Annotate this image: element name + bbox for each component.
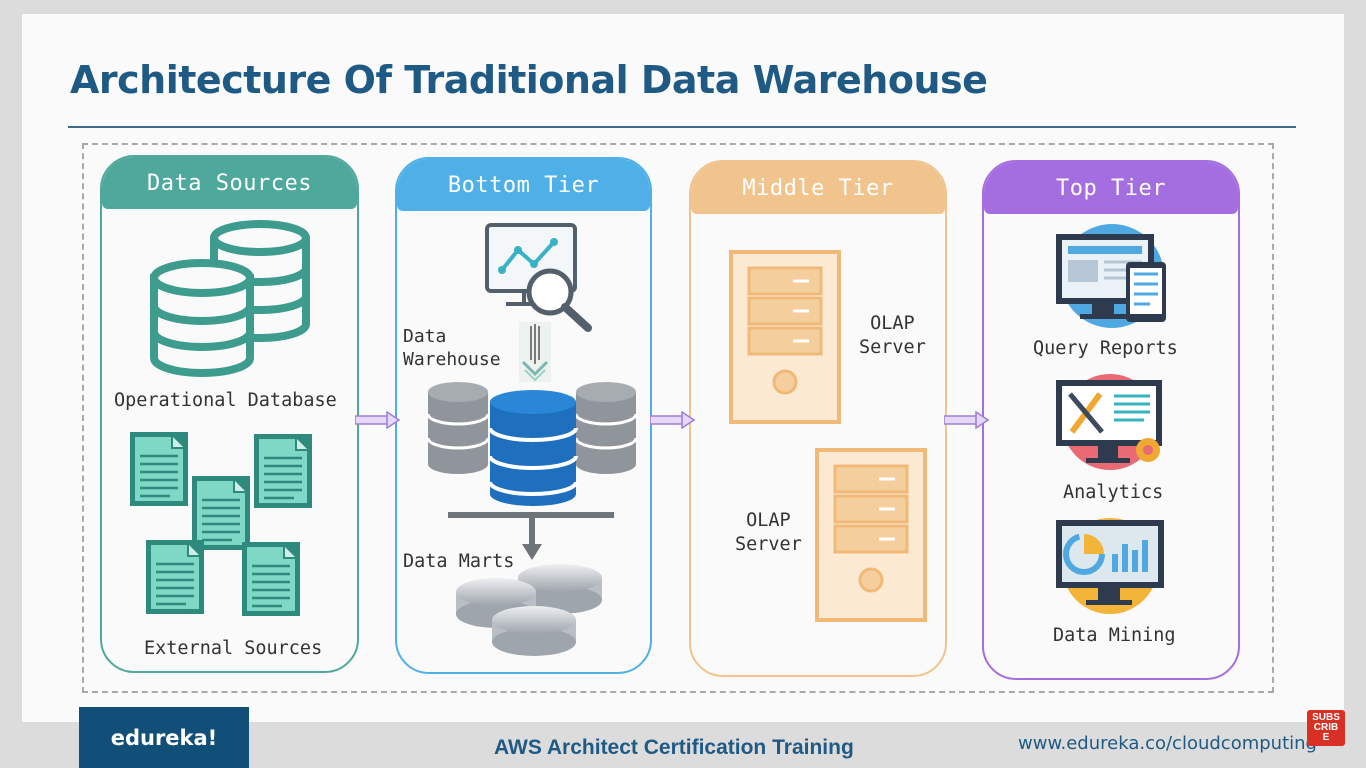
edureka-logo[interactable]: edureka!	[79, 707, 249, 768]
label-analytics: Analytics	[1063, 482, 1164, 503]
monitor-tablet-icon	[1056, 224, 1166, 328]
tools-monitor-icon	[1056, 374, 1162, 470]
chart-monitor-icon	[1056, 518, 1164, 614]
arrow-sources-to-bottom-icon	[355, 411, 401, 429]
data-marts-disks-icon	[456, 564, 602, 656]
footer-url[interactable]: www.edureka.co/cloudcomputing	[1018, 733, 1317, 754]
label-query-reports: Query Reports	[1033, 338, 1178, 359]
diagram-frame	[82, 143, 1274, 693]
label-external-sources: External Sources	[144, 638, 323, 659]
panel-header-middle-tier: Middle Tier	[691, 162, 945, 214]
label-data-warehouse: Data Warehouse	[403, 326, 501, 371]
server-tower-icon	[729, 250, 841, 424]
chart-magnifier-icon	[485, 223, 592, 332]
label-data-mining: Data Mining	[1053, 625, 1176, 646]
database-stack-icon	[150, 220, 310, 377]
label-olap-server-2: OLAP Server	[735, 510, 802, 556]
label-olap-server-1: OLAP Server	[859, 313, 926, 359]
subscribe-label: SUBSCRIBE	[1312, 712, 1340, 743]
label-operational-database: Operational Database	[114, 390, 337, 411]
arrow-middle-to-top-icon	[944, 411, 990, 429]
server-tower-icon	[815, 448, 927, 622]
panel-header-data-sources: Data Sources	[102, 157, 357, 209]
page-title: Architecture Of Traditional Data Warehou…	[70, 58, 988, 102]
panel-data-sources: Data Sources	[100, 155, 359, 673]
down-arrow-icon	[519, 322, 551, 382]
title-divider	[68, 126, 1296, 128]
label-data-marts: Data Marts	[403, 551, 515, 572]
documents-icon	[130, 432, 314, 618]
distribution-line-icon	[448, 512, 614, 560]
panel-bottom-tier: Bottom Tier	[395, 157, 652, 674]
course-title: AWS Architect Certification Training	[494, 736, 854, 759]
subscribe-button[interactable]: SUBSCRIBE	[1307, 710, 1345, 746]
panel-header-top-tier: Top Tier	[984, 162, 1238, 214]
arrow-bottom-to-middle-icon	[650, 411, 696, 429]
panel-header-bottom-tier: Bottom Tier	[397, 159, 650, 211]
warehouse-database-icon	[426, 382, 638, 506]
panel-top-tier: Top Tier	[982, 160, 1240, 680]
